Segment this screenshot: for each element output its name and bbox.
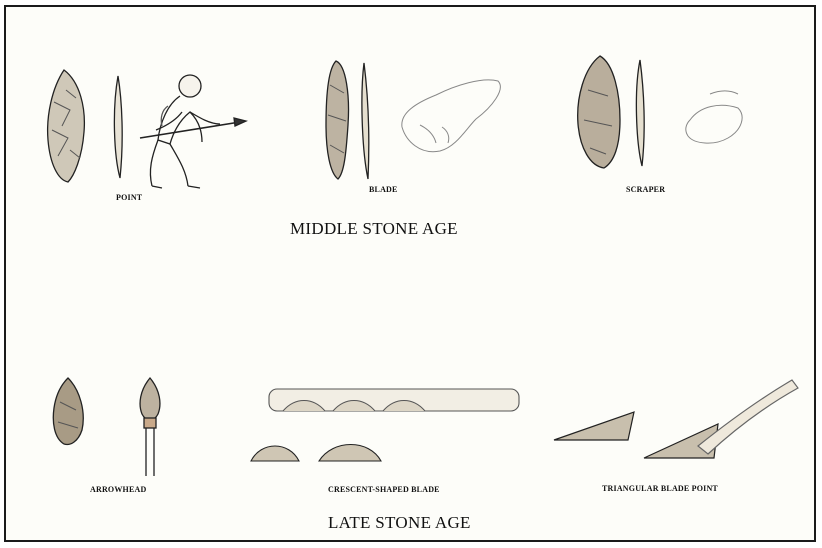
heading-middle-stone-age: MIDDLE STONE AGE <box>290 219 458 239</box>
heading-late-stone-age: LATE STONE AGE <box>328 513 471 533</box>
scraper-tool-illustration <box>570 50 760 175</box>
label-scraper: SCRAPER <box>626 185 665 194</box>
label-blade: BLADE <box>369 185 398 194</box>
label-arrowhead: ARROWHEAD <box>90 485 146 494</box>
point-tool-illustration <box>40 60 250 200</box>
label-point: POINT <box>116 193 142 202</box>
arrowhead-tool-illustration <box>42 372 182 482</box>
blade-tool-illustration <box>316 55 516 190</box>
label-triangular-blade: TRIANGULAR BLADE POINT <box>602 484 718 493</box>
triangular-blade-illustration <box>548 370 803 470</box>
label-crescent-blade: CRESCENT-SHAPED BLADE <box>328 485 440 494</box>
crescent-blade-illustration <box>243 385 533 475</box>
